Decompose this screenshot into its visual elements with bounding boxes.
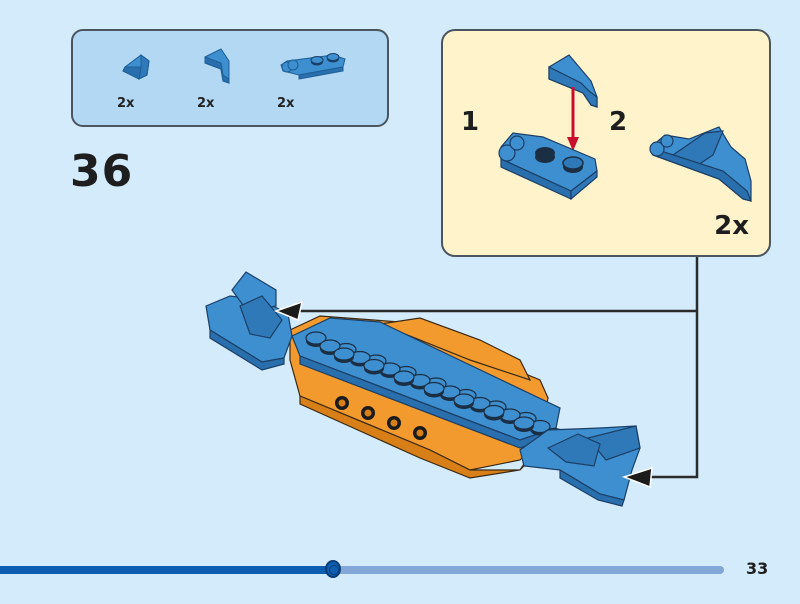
slope-brick-icon (122, 54, 150, 80)
stud (333, 347, 355, 361)
stud (319, 339, 341, 353)
stud (423, 381, 445, 396)
sub-assembly-callout: 1 2 (441, 29, 771, 257)
connector-lines (300, 257, 699, 479)
studs (305, 331, 565, 444)
stud (363, 358, 385, 373)
front-pointer-arrow-icon (273, 300, 304, 322)
stud (393, 370, 415, 384)
assembled-fin-piece (649, 126, 752, 202)
part-quantity: 2x (277, 96, 295, 111)
instruction-progress-bar[interactable] (0, 560, 726, 580)
technic-holes (335, 396, 427, 440)
down-arrow-icon (567, 87, 579, 151)
part-hinge-plate: 2x (277, 31, 357, 127)
part-quantity: 2x (117, 96, 135, 111)
stud (305, 331, 327, 345)
stud (453, 393, 475, 407)
progress-fill (0, 566, 333, 574)
front-fin-piece (205, 271, 293, 371)
sub-step-2-label: 2 (609, 107, 628, 137)
part-quantity: 2x (197, 96, 215, 111)
callout-quantity: 2x (714, 211, 749, 241)
curved-wedge-icon (204, 48, 230, 84)
hinge-plate-icon (280, 53, 346, 80)
stud (513, 416, 535, 430)
stud (483, 404, 505, 419)
part-curved-wedge: 2x (197, 31, 267, 127)
rear-pointer-arrow-icon (621, 466, 653, 489)
rear-fin-piece (519, 425, 641, 507)
part-slope-brick: 2x (117, 31, 187, 127)
hinge-plate-piece (498, 132, 598, 201)
sub-step-1-label: 1 (461, 107, 480, 137)
parts-list: 2x 2x 2x (71, 29, 389, 127)
step-number: 36 (70, 146, 134, 197)
progress-handle[interactable] (325, 560, 341, 578)
page-number: 33 (746, 559, 769, 578)
callout-illustration (498, 54, 752, 202)
progress-track[interactable] (0, 566, 724, 574)
